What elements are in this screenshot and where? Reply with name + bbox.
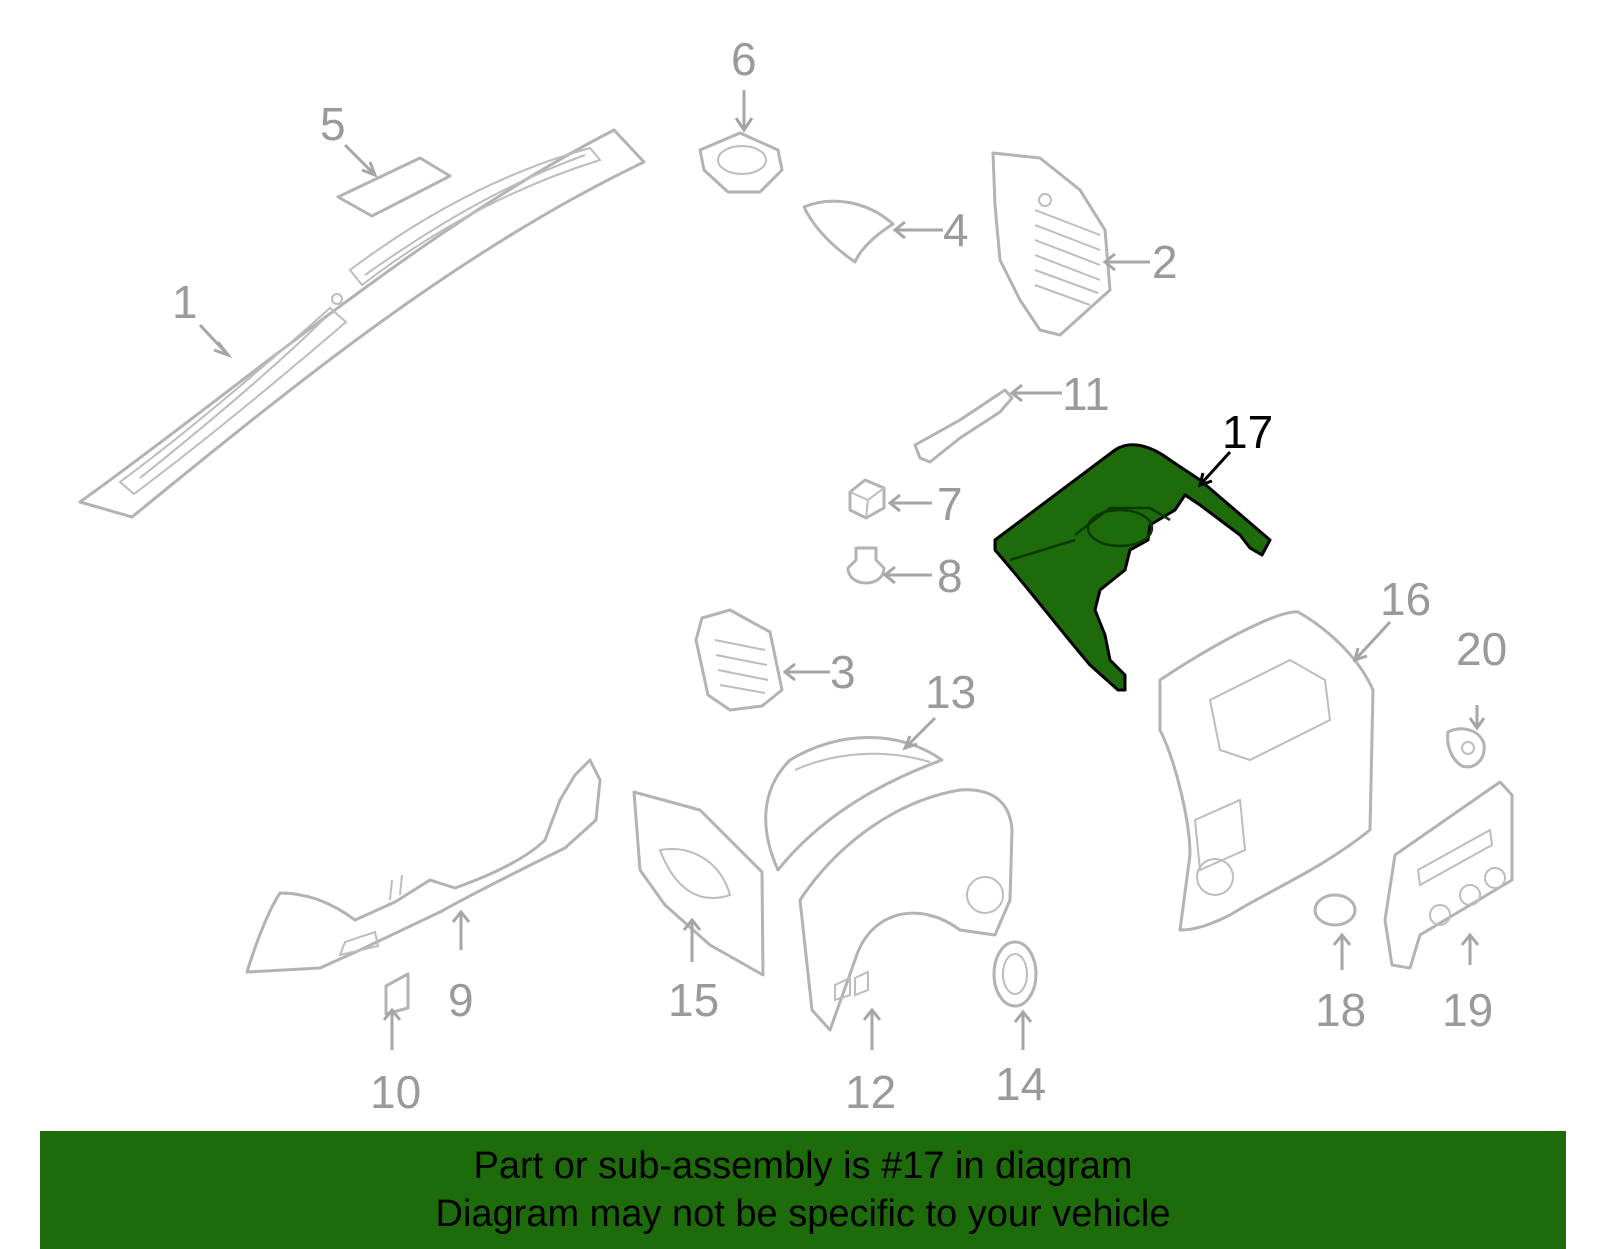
callout-18: 18 [1315, 984, 1366, 1036]
callout-2: 2 [1152, 236, 1178, 288]
callout-14: 14 [995, 1058, 1046, 1110]
part-19-radio-faceplate[interactable] [1383, 780, 1514, 970]
callout-16: 16 [1380, 573, 1431, 625]
part-13-meter-hood[interactable] [764, 736, 944, 872]
part-15-knee-panel[interactable] [632, 790, 765, 977]
callout-15: 15 [668, 974, 719, 1026]
callout-10: 10 [370, 1066, 421, 1118]
callout-4: 4 [943, 204, 969, 256]
part-6-speaker-grille[interactable] [698, 131, 784, 194]
callout-6: 6 [731, 33, 757, 85]
part-16-center-cluster[interactable] [1158, 610, 1375, 932]
part-14-knob-ring[interactable] [992, 940, 1038, 1008]
part-20-knob[interactable] [1446, 727, 1486, 769]
callout-9: 9 [448, 974, 474, 1026]
part-4-cover[interactable] [802, 199, 895, 264]
callout-7: 7 [937, 478, 963, 530]
part-11-bracket[interactable] [913, 388, 1014, 464]
exploded-parts-diagram: 1 2 3 4 5 6 7 8 9 10 11 12 13 14 15 16 1… [78, 33, 1514, 1118]
part-2-side-vent[interactable] [991, 151, 1112, 337]
part-7-clip[interactable] [848, 478, 886, 520]
callout-8: 8 [937, 550, 963, 602]
callout-1: 1 [172, 276, 198, 328]
part-18-plug[interactable] [1313, 893, 1357, 927]
callout-3: 3 [830, 646, 856, 698]
part-9-lower-trim[interactable] [245, 758, 602, 974]
part-17-cluster-cover-highlighted[interactable] [993, 443, 1272, 692]
callout-17: 17 [1222, 406, 1273, 458]
callout-19: 19 [1442, 984, 1493, 1036]
leader-lines [198, 90, 1486, 1050]
banner-line-part-number: Part or sub-assembly is #17 in diagram [473, 1145, 1133, 1187]
part-8-fastener[interactable] [846, 546, 886, 585]
callout-11: 11 [1062, 368, 1110, 420]
part-1-defroster-panel[interactable] [78, 128, 646, 519]
info-banner: Part or sub-assembly is #17 in diagram D… [40, 1131, 1566, 1249]
banner-line-disclaimer: Diagram may not be specific to your vehi… [435, 1193, 1171, 1235]
part-3-center-vent[interactable] [694, 608, 784, 712]
part-5-label[interactable] [336, 156, 452, 218]
callout-20: 20 [1456, 623, 1507, 675]
callout-numbers: 1 2 3 4 5 6 7 8 9 10 11 12 13 14 15 16 1… [172, 33, 1507, 1118]
callout-5: 5 [320, 98, 346, 150]
part-12-cluster-bezel[interactable] [798, 788, 1014, 1032]
callout-13: 13 [925, 666, 976, 718]
part-10-plate[interactable] [384, 972, 410, 1016]
callout-12: 12 [845, 1066, 896, 1118]
